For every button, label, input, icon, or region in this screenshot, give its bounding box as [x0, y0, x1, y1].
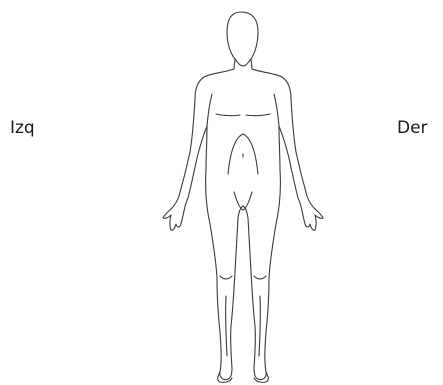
neck-right: [251, 59, 252, 69]
human-body-front-outline-icon: [154, 6, 332, 384]
human-body-figure[interactable]: [154, 6, 332, 384]
left-side-label: Izq: [10, 118, 35, 138]
left-inner-arm: [207, 94, 212, 126]
chest-line: [216, 114, 270, 116]
right-knee: [254, 276, 266, 279]
head-outline: [227, 12, 258, 66]
left-shin-line: [226, 296, 227, 356]
neck-left: [234, 59, 235, 69]
right-side-label: Der: [397, 118, 428, 138]
groin-line: [234, 192, 252, 210]
left-knee: [220, 276, 232, 279]
right-inner-arm: [274, 94, 279, 126]
right-shin-line: [259, 296, 260, 356]
